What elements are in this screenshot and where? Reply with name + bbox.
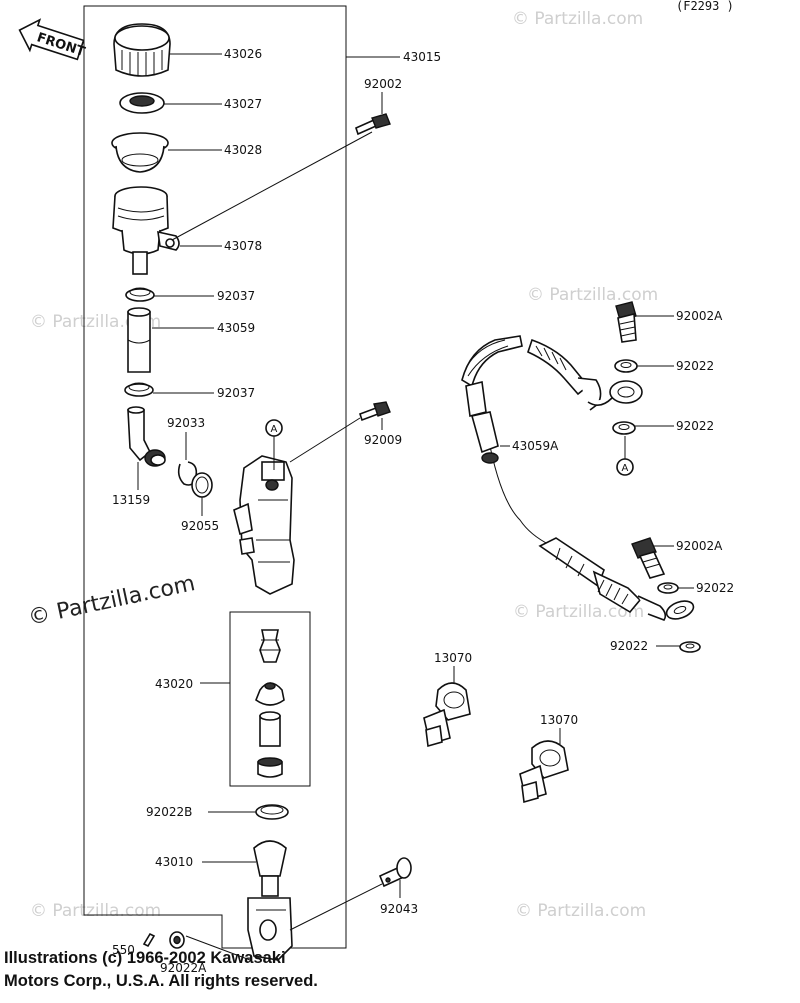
part-label-43078: 43078 [224, 239, 262, 253]
o-ring-icon [191, 472, 213, 498]
part-label-92002: 92002 [364, 77, 402, 91]
elbow-fitting-icon [127, 406, 166, 467]
hose-clip-icon [423, 682, 471, 748]
leader-line [289, 883, 383, 931]
piston-kit-frame [229, 611, 311, 787]
reservoir-cap-icon [113, 23, 171, 77]
reference-marker: A [265, 419, 283, 437]
part-label-92022B: 92022B [146, 805, 192, 819]
part-label-43028: 43028 [224, 143, 262, 157]
assembly-frame [83, 5, 347, 949]
piston-icon [259, 711, 281, 747]
part-label-92022: 92022 [610, 639, 648, 653]
hose-end-icon [538, 537, 667, 621]
reference-marker: A [616, 458, 634, 476]
part-label-92055: 92055 [181, 519, 219, 533]
part-label-43059: 43059 [217, 321, 255, 335]
part-label-13070: 13070 [434, 651, 472, 665]
hose-clamp-icon [124, 382, 154, 397]
banjo-bolt-icon [631, 537, 666, 579]
part-label-92033: 92033 [167, 416, 205, 430]
watermark: © Partzilla.com [515, 901, 646, 921]
part-label-92022: 92022 [676, 419, 714, 433]
hose-clip-icon [519, 740, 569, 804]
copyright-line: Motors Corp., U.S.A. All rights reserved… [4, 972, 318, 990]
clevis-pin-icon [378, 857, 412, 888]
watermark: © Partzilla.com [527, 285, 658, 305]
banjo-bolt-icon [615, 301, 637, 343]
piston-cup-icon [255, 682, 285, 706]
bolt-icon [358, 401, 391, 422]
part-label-92002A: 92002A [676, 539, 723, 553]
leader-line [289, 417, 361, 463]
watermark: © Partzilla.com [512, 9, 643, 29]
part-label-13159: 13159 [112, 493, 150, 507]
part-label-43027: 43027 [224, 97, 262, 111]
sealing-washer-icon [612, 421, 636, 435]
part-label-92037: 92037 [217, 386, 255, 400]
part-label-43010: 43010 [155, 855, 193, 869]
secondary-cup-icon [257, 757, 283, 778]
part-label-43026: 43026 [224, 47, 262, 61]
banjo-fitting-icon [665, 600, 695, 620]
part-label-92002A: 92002A [676, 309, 723, 323]
part-label-43020: 43020 [155, 677, 193, 691]
master-cylinder-body-icon [233, 455, 295, 595]
part-label-92009: 92009 [364, 433, 402, 447]
watermark: © Partzilla.com [30, 901, 161, 921]
front-arrow-icon: FRONT [18, 18, 87, 61]
washer-icon [169, 931, 185, 949]
leader-line [171, 131, 373, 241]
sealing-washer-icon [679, 641, 701, 653]
reservoir-hose-icon [127, 307, 151, 373]
circlip-icon [255, 804, 289, 820]
part-label-43059A: 43059A [512, 439, 559, 453]
leader-line [185, 935, 251, 961]
part-label-92022: 92022 [696, 581, 734, 595]
spring-icon [259, 629, 281, 663]
part-label-92022: 92022 [676, 359, 714, 373]
watermark: © Partzilla.com [513, 602, 644, 622]
svg-text:A: A [622, 463, 629, 474]
svg-text:A: A [271, 424, 278, 435]
sealing-washer-icon [657, 582, 679, 594]
diaphragm-icon [111, 132, 169, 173]
push-rod-icon [247, 840, 293, 961]
copyright-line: Illustrations (c) 1966-2002 Kawasaki [4, 949, 286, 967]
bolt-icon [355, 113, 391, 136]
part-label-550: 550 [112, 943, 135, 957]
cotter-pin-icon [142, 932, 156, 948]
part-label-92043: 92043 [380, 902, 418, 916]
sealing-washer-icon [614, 359, 638, 373]
watermark-large: © Partzilla.com [26, 571, 197, 631]
diaphragm-plate-icon [119, 92, 165, 114]
part-label-13070: 13070 [540, 713, 578, 727]
reservoir-icon [112, 186, 180, 275]
figure-code: (F2293 ) [676, 0, 734, 13]
copyright-notice: Illustrations (c) 1966-2002 Kawasaki Mot… [4, 947, 424, 993]
brake-hose-icon [461, 335, 613, 546]
part-label-92022A: 92022A [160, 961, 207, 975]
part-label-92037: 92037 [217, 289, 255, 303]
banjo-fitting-icon [609, 380, 643, 404]
hose-clamp-icon [125, 287, 155, 302]
part-label-43015: 43015 [403, 50, 441, 64]
